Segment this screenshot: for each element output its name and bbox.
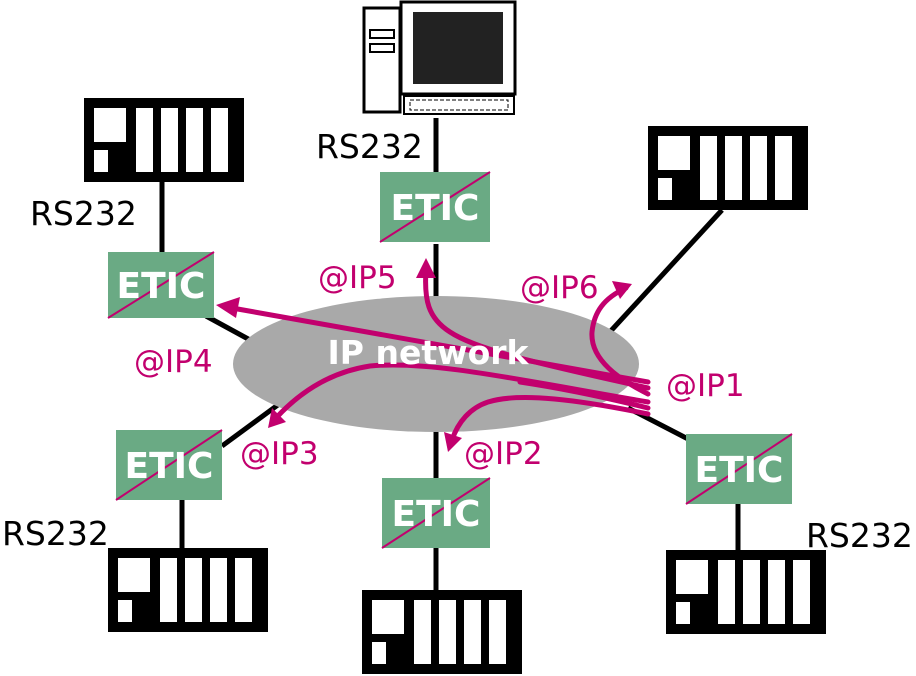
ip-address-label-ip1: @IP1 — [666, 368, 745, 404]
arrowhead-ip3 — [268, 408, 286, 428]
route-to-ip2 — [449, 395, 651, 443]
plc-rack-icon — [666, 550, 826, 634]
plc-rack-icon — [648, 126, 808, 210]
etic-label: ETIC — [392, 494, 481, 535]
etic-label: ETIC — [117, 266, 206, 307]
route-to-ip6 — [589, 285, 651, 397]
etic-label: ETIC — [695, 450, 784, 491]
ip-address-label-ip3: @IP3 — [240, 436, 319, 472]
etic-gateway-icon: ETIC — [381, 477, 491, 549]
arrowhead-ip6 — [612, 281, 632, 299]
plc-rack-icon — [84, 98, 244, 182]
etic-gateway-icon: ETIC — [379, 171, 491, 243]
etic-gateway-icon: ETIC — [685, 433, 793, 505]
etic-gateway-icon: ETIC — [115, 429, 223, 501]
route-to-ip4 — [229, 305, 651, 385]
link-etic-left-network — [204, 313, 252, 343]
arrowhead-ip5 — [416, 258, 436, 278]
ip-address-label-ip5: @IP5 — [318, 260, 397, 296]
network-label: IP network — [328, 333, 530, 372]
rs232-label-left: RS232 — [30, 194, 137, 233]
routes — [229, 267, 651, 443]
route-bundle-extra — [517, 379, 651, 411]
etic-label: ETIC — [125, 446, 214, 487]
link-plc-topright-network — [606, 208, 724, 336]
rs232-label-lowleft: RS232 — [2, 514, 109, 553]
arrowhead-ip2 — [444, 432, 462, 452]
rs232-label-top: RS232 — [316, 127, 423, 166]
arrowhead-ip4 — [216, 297, 240, 318]
plc-rack-icon — [108, 548, 268, 632]
desktop-computer-icon — [362, 0, 517, 115]
etic-label: ETIC — [391, 188, 480, 229]
etic-gateway-icon: ETIC — [107, 251, 215, 319]
ip-address-label-ip6: @IP6 — [520, 270, 599, 306]
route-to-ip5 — [423, 267, 651, 391]
plc-rack-icon — [362, 590, 522, 674]
rs232-label-right: RS232 — [806, 516, 913, 555]
ip-address-label-ip4: @IP4 — [134, 344, 213, 380]
route-arrowheads — [216, 258, 632, 452]
ip-address-label-ip2: @IP2 — [464, 436, 543, 472]
